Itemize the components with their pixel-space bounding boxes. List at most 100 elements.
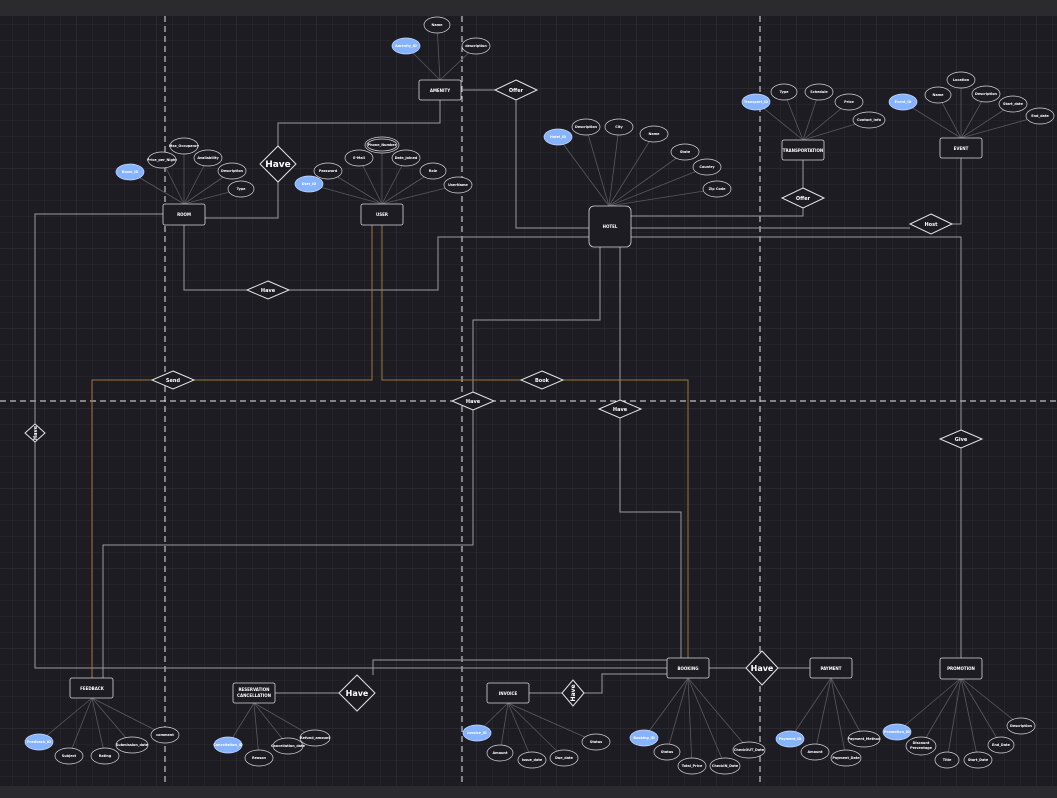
rel-event-hotel-diamond[interactable] <box>908 213 954 235</box>
attr-ellipse[interactable] <box>830 749 862 767</box>
attr-ellipse[interactable] <box>571 118 601 136</box>
rel-room-booking-diamond[interactable] <box>24 423 46 443</box>
key-attr-ellipse[interactable] <box>115 163 145 181</box>
rel-promotion-diamond[interactable] <box>938 429 984 449</box>
rel-room-user-diamond[interactable] <box>245 280 291 300</box>
key-attr-ellipse[interactable] <box>294 175 324 193</box>
attr-ellipse[interactable] <box>115 736 149 754</box>
attr-ellipse[interactable] <box>670 143 700 161</box>
rel-transport-hotel-diamond[interactable] <box>780 187 826 209</box>
key-attr-ellipse[interactable] <box>391 37 421 55</box>
rel-label: Book <box>535 378 550 384</box>
attr-ellipse[interactable] <box>946 71 976 89</box>
attributes <box>54 16 1055 775</box>
key-attr-ellipse[interactable] <box>882 723 912 741</box>
attr-ellipse[interactable] <box>419 162 447 180</box>
attr-ellipse[interactable] <box>581 733 611 751</box>
rel-feedback-hotel-diamond[interactable] <box>450 391 496 411</box>
attr-ellipse[interactable] <box>150 726 180 744</box>
attr-ellipse[interactable] <box>934 751 960 769</box>
attr-ellipse[interactable] <box>423 16 451 34</box>
attr-ellipse[interactable] <box>692 158 722 176</box>
attr-ellipse[interactable] <box>1006 717 1036 735</box>
attr-ellipse[interactable] <box>272 737 304 755</box>
attr-ellipse[interactable] <box>217 162 247 180</box>
entity-hotel[interactable] <box>588 205 632 248</box>
entity-amenity[interactable] <box>418 79 462 101</box>
attr-label: CheckIN_Date <box>712 764 739 768</box>
key-attr-ellipse[interactable] <box>888 93 918 111</box>
attr-ellipse[interactable] <box>963 751 993 769</box>
attr-label: UserName <box>448 183 468 187</box>
attr-label: Reason <box>252 756 267 760</box>
attr-ellipse[interactable] <box>244 749 274 767</box>
attr-ellipse[interactable] <box>443 176 473 194</box>
attr-label: Zip Code <box>709 187 726 191</box>
attr-ellipse[interactable] <box>169 137 199 155</box>
attr-ellipse[interactable] <box>1025 107 1055 125</box>
key-attr-ellipse[interactable] <box>629 729 659 747</box>
attr-ellipse[interactable] <box>800 743 830 761</box>
entity-user[interactable] <box>360 203 404 226</box>
key-attr-ellipse[interactable] <box>741 93 771 111</box>
rel-reservation-booking-diamond[interactable] <box>338 674 376 712</box>
entity-room[interactable] <box>162 203 206 226</box>
attr-ellipse[interactable] <box>604 118 634 136</box>
attr-ellipse[interactable] <box>90 747 120 765</box>
attr-ellipse[interactable] <box>461 37 491 55</box>
attr-ellipse[interactable] <box>193 149 223 167</box>
key-attr-ellipse[interactable] <box>24 733 54 751</box>
attr-ellipse[interactable] <box>770 83 798 101</box>
attr-ellipse[interactable] <box>344 149 374 167</box>
key-attr-ellipse[interactable] <box>543 128 573 146</box>
attr-ellipse[interactable] <box>905 736 937 756</box>
rel-label: Send <box>166 378 181 384</box>
attr-ellipse[interactable] <box>391 149 421 167</box>
attr-label: Amount <box>493 751 508 755</box>
entity-invoice[interactable] <box>486 682 530 704</box>
key-attr-ellipse[interactable] <box>775 730 805 748</box>
entity-booking[interactable] <box>666 657 710 679</box>
rel-send-diamond[interactable] <box>150 370 196 390</box>
attr-ellipse[interactable] <box>732 741 766 759</box>
entity-reservation-cancellation[interactable] <box>232 682 276 704</box>
rel-booking-payment-diamond[interactable] <box>745 650 779 686</box>
attr-ellipse[interactable] <box>924 86 952 104</box>
attr-ellipse[interactable] <box>517 751 547 769</box>
attr-ellipse[interactable] <box>804 83 834 101</box>
attr-ellipse[interactable] <box>971 85 1001 103</box>
rel-room-amenity-diamond[interactable] <box>259 145 297 183</box>
attr-ellipse[interactable] <box>702 180 732 198</box>
attr-ellipse[interactable] <box>549 749 579 767</box>
entity-label: FEEDBACK <box>80 686 105 691</box>
attr-ellipse[interactable] <box>653 743 681 761</box>
attr-ellipse[interactable] <box>486 744 514 762</box>
attr-ellipse[interactable] <box>709 757 741 775</box>
entity-payment[interactable] <box>809 657 853 679</box>
attr-ellipse[interactable] <box>54 747 84 765</box>
entity-event[interactable] <box>939 137 983 159</box>
attr-ellipse[interactable] <box>852 111 886 129</box>
key-attr-ellipse[interactable] <box>462 724 492 742</box>
entity-feedback[interactable] <box>69 677 114 699</box>
attr-label: Name <box>933 93 945 97</box>
attr-ellipse[interactable] <box>847 730 881 748</box>
rel-amenity-hotel-diamond[interactable] <box>493 79 539 101</box>
entity-promotion[interactable] <box>939 657 983 680</box>
attr-ellipse[interactable] <box>834 93 864 111</box>
attr-label: Type <box>780 90 790 94</box>
attr-ellipse[interactable] <box>227 180 255 198</box>
attr-ellipse[interactable] <box>313 162 343 180</box>
attr-ellipse[interactable] <box>299 729 331 747</box>
entity-transportation[interactable] <box>781 139 825 161</box>
attr-ellipse[interactable] <box>998 95 1028 113</box>
rel-hotel-booking-diamond[interactable] <box>597 399 643 419</box>
rel-invoice-booking-diamond[interactable] <box>561 679 585 707</box>
attr-ellipse[interactable] <box>147 151 177 169</box>
key-attr-ellipse[interactable] <box>213 736 243 754</box>
attr-ellipse[interactable] <box>677 757 707 775</box>
rel-book-diamond[interactable] <box>519 370 565 390</box>
attr-ellipse[interactable] <box>639 125 669 143</box>
attr-ellipse[interactable] <box>987 736 1015 754</box>
